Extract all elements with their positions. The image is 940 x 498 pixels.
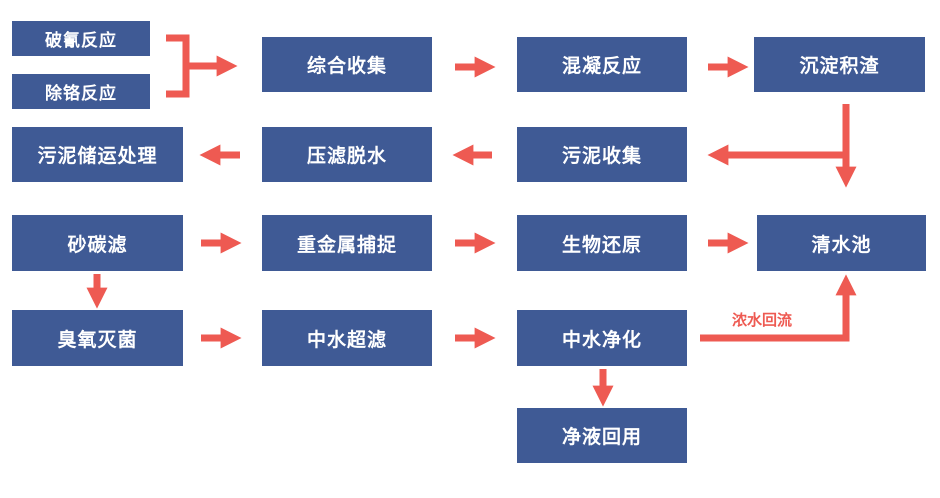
node-zhongshuichaolv: 中水超滤: [262, 310, 432, 366]
arrow-nongshui-return: [700, 274, 857, 342]
merge-bracket: [166, 34, 190, 98]
node-chuge: 除铬反应: [12, 74, 150, 109]
node-zhongshuijinghua: 中水净化: [517, 310, 687, 366]
node-chouyang: 臭氧灭菌: [12, 310, 183, 366]
label-nongshui: 浓水回流: [732, 311, 793, 329]
node-jingyehuiyong: 净液回用: [517, 408, 687, 463]
node-wunichuyun: 污泥储运处理: [12, 127, 183, 182]
node-qingshuichi: 清水池: [757, 215, 926, 271]
node-zonghe: 综合收集: [262, 37, 432, 92]
node-zhongjinshu: 重金属捕捉: [262, 215, 432, 271]
node-yalv: 压滤脱水: [262, 127, 432, 182]
node-shengwu: 生物还原: [517, 215, 687, 271]
node-shatan: 砂碳滤: [12, 215, 183, 271]
node-hunning: 混凝反应: [517, 37, 687, 92]
node-pohuan: 破氰反应: [12, 21, 150, 56]
node-wunishouji: 污泥收集: [517, 127, 687, 182]
node-chendian: 沉淀积渣: [754, 37, 925, 92]
